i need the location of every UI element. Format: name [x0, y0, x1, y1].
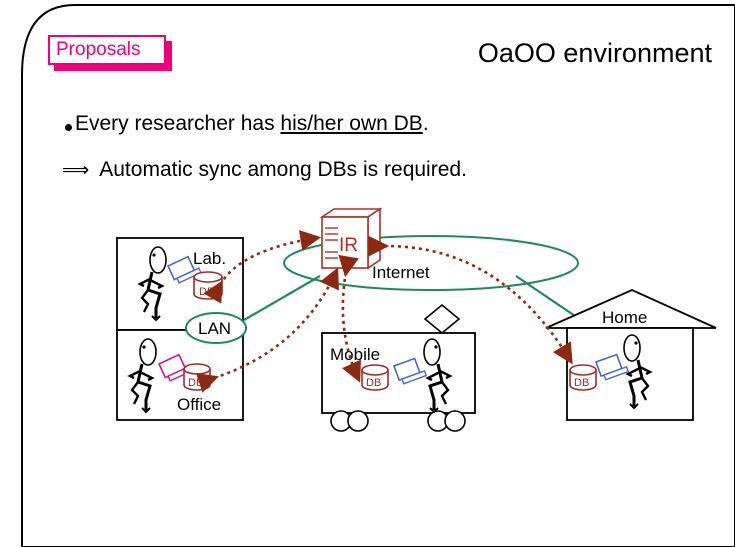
office-room: Office DB: [116, 329, 244, 421]
home-house: Home DB: [545, 289, 717, 421]
office-label: Office: [177, 395, 221, 414]
implication-text: Automatic sync among DBs is required.: [99, 158, 467, 181]
ir-server-icon: IR: [319, 207, 383, 270]
laptop-lab-icon: [166, 255, 202, 284]
mobile-vehicle: Mobile DB: [321, 303, 476, 432]
sync-arrow-home: [368, 235, 573, 365]
db-home-label: DB: [574, 377, 589, 389]
db-mobile-label: DB: [366, 377, 381, 389]
implies-arrow-icon: ⟹: [62, 160, 90, 181]
db-mobile-icon: DB: [361, 364, 389, 391]
db-lab-icon: DB: [193, 271, 223, 300]
ir-label: IR: [339, 235, 358, 256]
mobile-label: Mobile: [330, 345, 380, 364]
bullet-dot-icon: [65, 124, 72, 131]
home-label: Home: [602, 308, 647, 327]
bullet-prefix: Every researcher has: [75, 112, 281, 135]
db-office-icon: DB: [183, 363, 211, 391]
section-tag-label: Proposals: [56, 39, 141, 60]
implication-line: ⟹ Automatic sync among DBs is required.: [62, 158, 467, 182]
slide-title: OaOO environment: [477, 38, 712, 68]
bullet-underlined-text: his/her own DB: [280, 112, 423, 135]
bullet-suffix: .: [422, 112, 429, 135]
internet-label: Internet: [372, 263, 430, 282]
lan-label: LAN: [198, 319, 231, 338]
section-tag: Proposals: [48, 35, 174, 73]
laptop-home-icon: [594, 353, 630, 381]
bullet-item: Every researcher has his/her own DB.: [65, 112, 429, 136]
db-office-label: DB: [188, 377, 203, 389]
sync-arrow-office: [195, 267, 339, 393]
db-home-icon: DB: [569, 364, 597, 391]
lab-label: Lab.: [193, 249, 226, 268]
db-lab-label: DB: [199, 286, 214, 298]
sync-arrows: [195, 230, 573, 393]
